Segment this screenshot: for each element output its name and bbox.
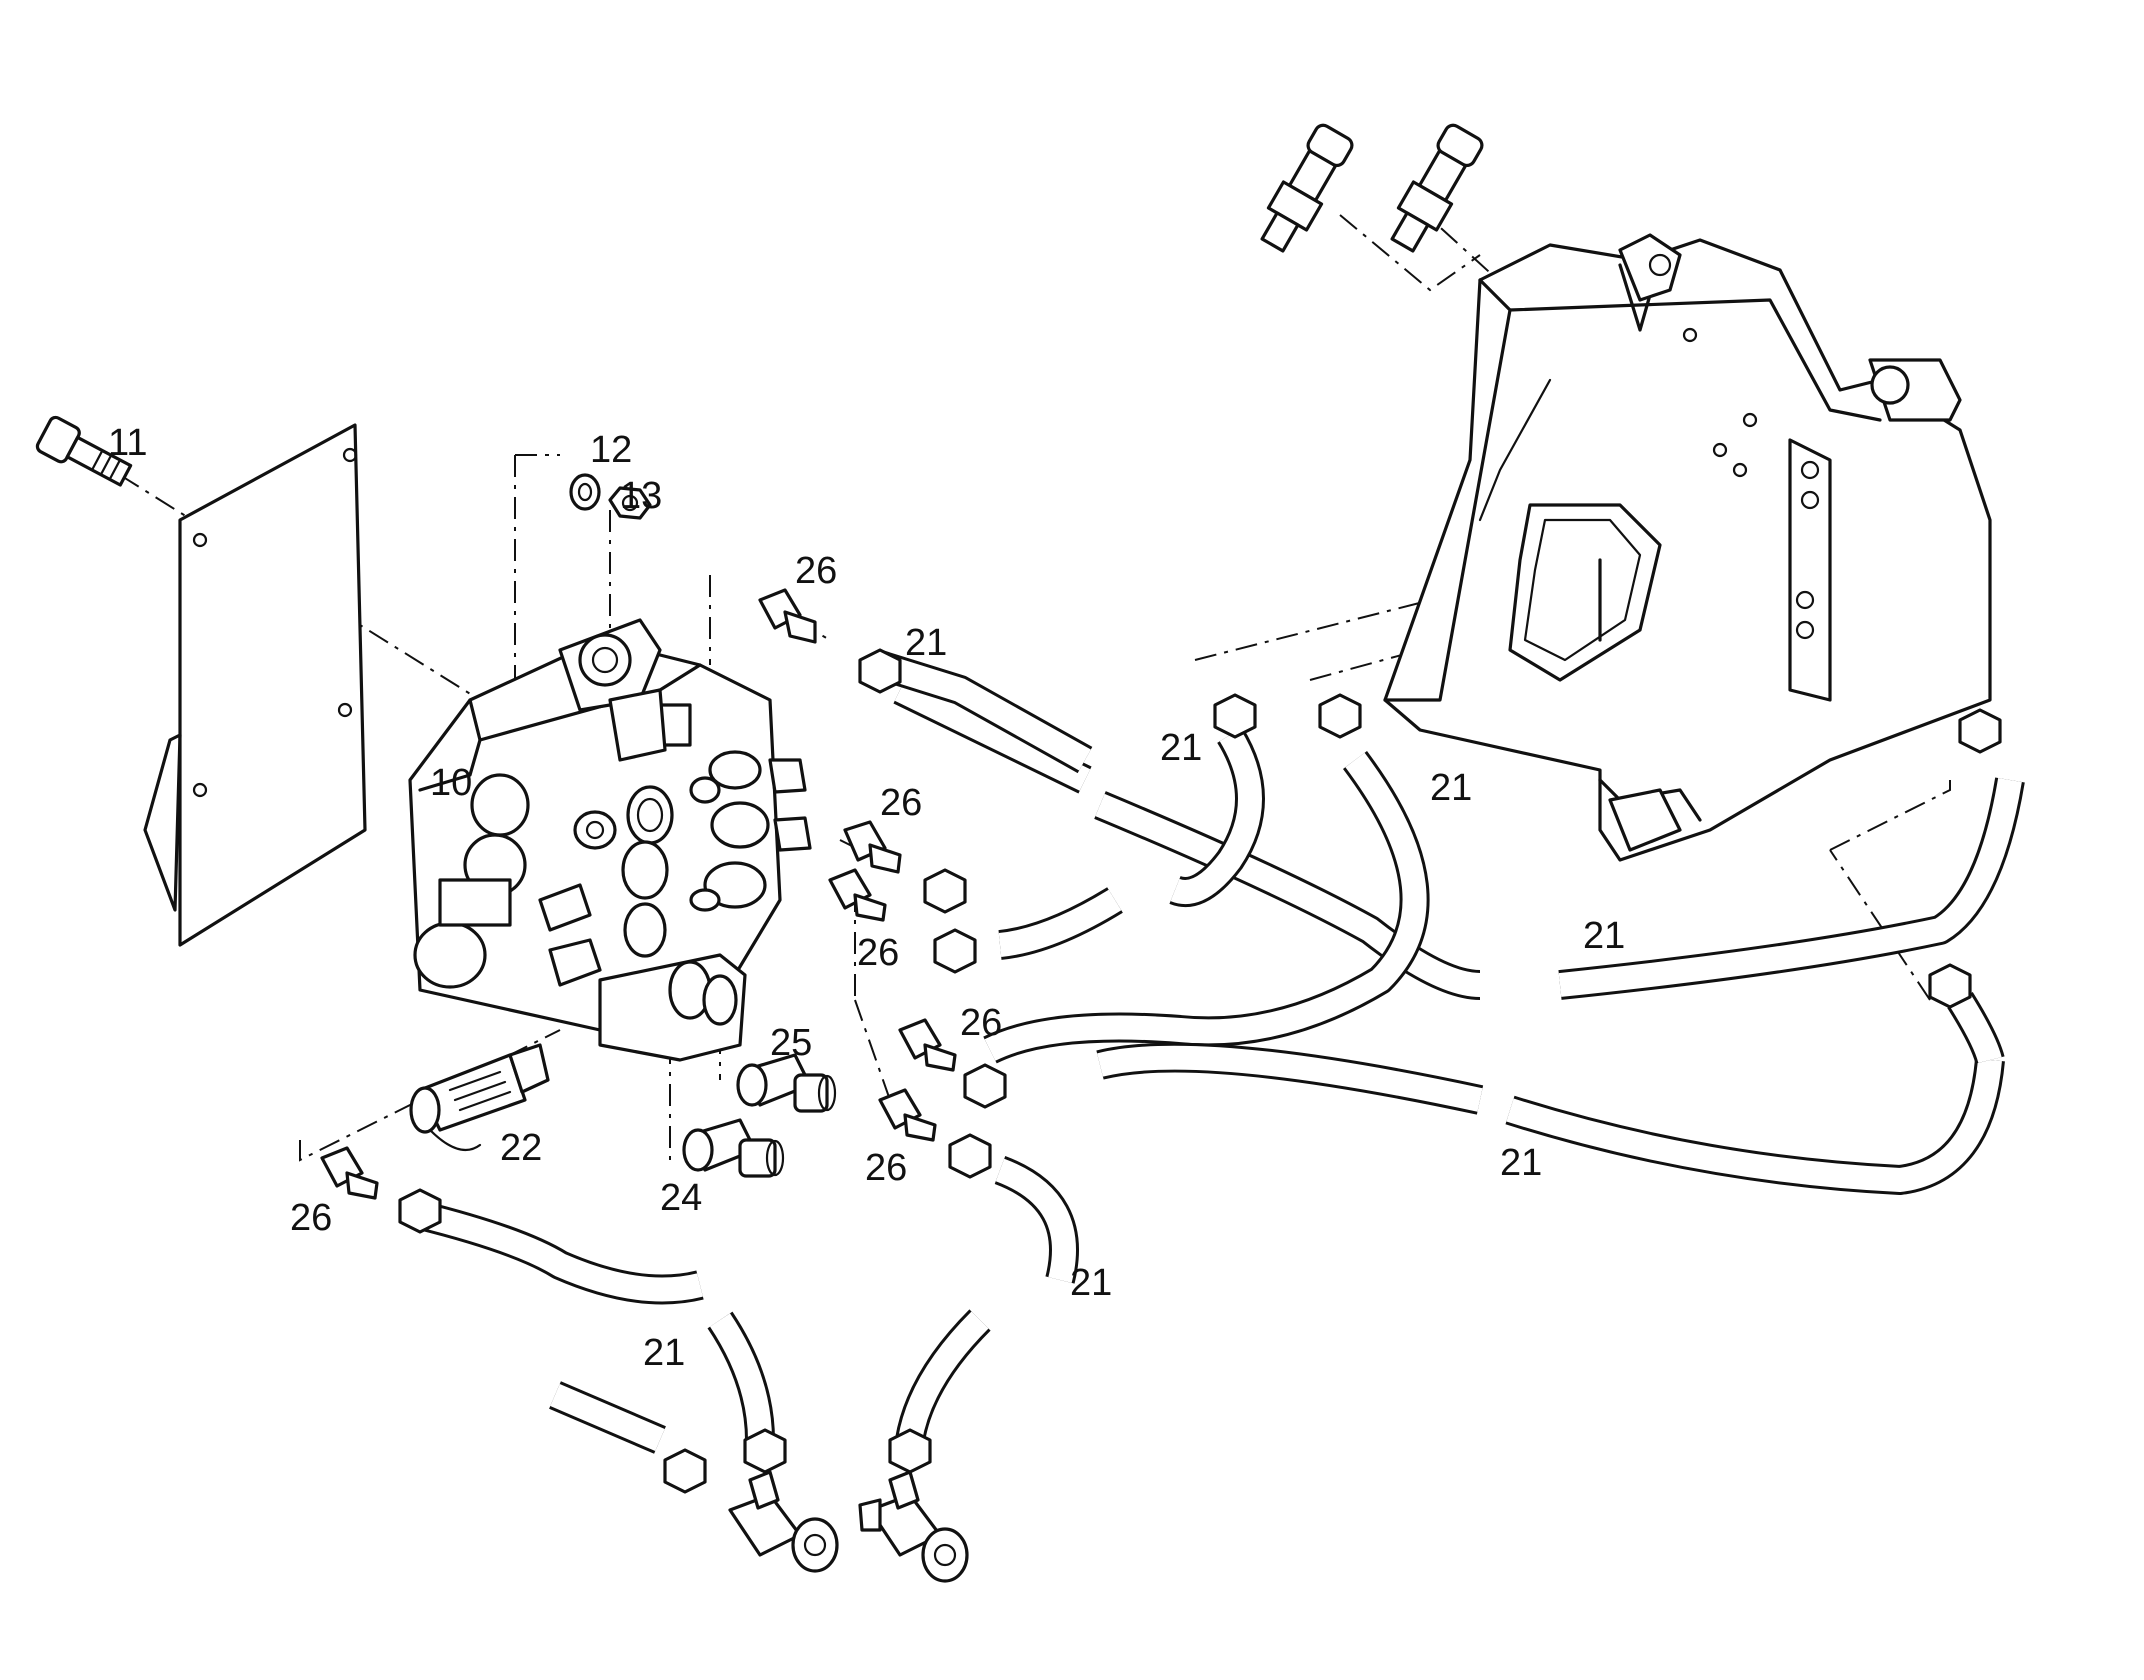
hose-nuts [398,648,2002,1494]
coupler-top-right [1390,123,1484,253]
callout-21-lower-mid: 21 [1070,1262,1112,1304]
callout-26-mid: 26 [880,782,922,824]
callout-10: 10 [430,762,472,804]
callout-21-right: 21 [1583,915,1625,957]
mounting-frame [1383,233,1992,862]
callout-21-mid-frame: 21 [1430,767,1472,809]
coupler-top-left [1260,123,1354,253]
adapter-part-25 [736,1053,837,1113]
callout-21-lower-right: 21 [1500,1142,1542,1184]
callout-21-lower-left: 21 [643,1332,685,1374]
callout-26-bottom: 26 [865,1147,907,1189]
callout-26-right: 26 [960,1002,1002,1044]
fitting-part-26-d [898,1018,957,1072]
callout-26-lower: 26 [857,932,899,974]
callout-24: 24 [660,1177,702,1219]
callout-22: 22 [500,1127,542,1169]
hose-group-part-21 [416,650,2025,1454]
tee-fitting-left [728,1470,839,1573]
callout-25: 25 [770,1022,812,1064]
callout-26-top: 26 [795,550,837,592]
control-valve-block-part-10 [408,618,812,1062]
callout-13: 13 [620,475,662,517]
callout-21-top: 21 [905,622,947,664]
callout-21-left-frame: 21 [1160,727,1202,769]
adapter-part-24 [682,1118,785,1178]
bolt-part-11 [35,415,133,487]
callout-11: 11 [108,422,147,464]
tee-fitting-right [858,1470,969,1583]
quick-coupler-part-22 [409,1043,550,1152]
mounting-plate [143,423,367,947]
fitting-part-26-c [828,868,887,922]
fitting-part-26-f [320,1146,379,1200]
washer-part-12 [569,473,601,511]
fitting-part-26-a [758,588,817,644]
fitting-part-26-e [878,1088,937,1142]
callout-26-left: 26 [290,1197,332,1239]
fitting-part-26-b [843,820,902,874]
callout-labels: 10 11 12 13 21 21 21 21 21 21 21 22 24 2… [108,422,1625,1374]
callout-12: 12 [590,429,632,471]
nut-part-13 [608,486,652,520]
